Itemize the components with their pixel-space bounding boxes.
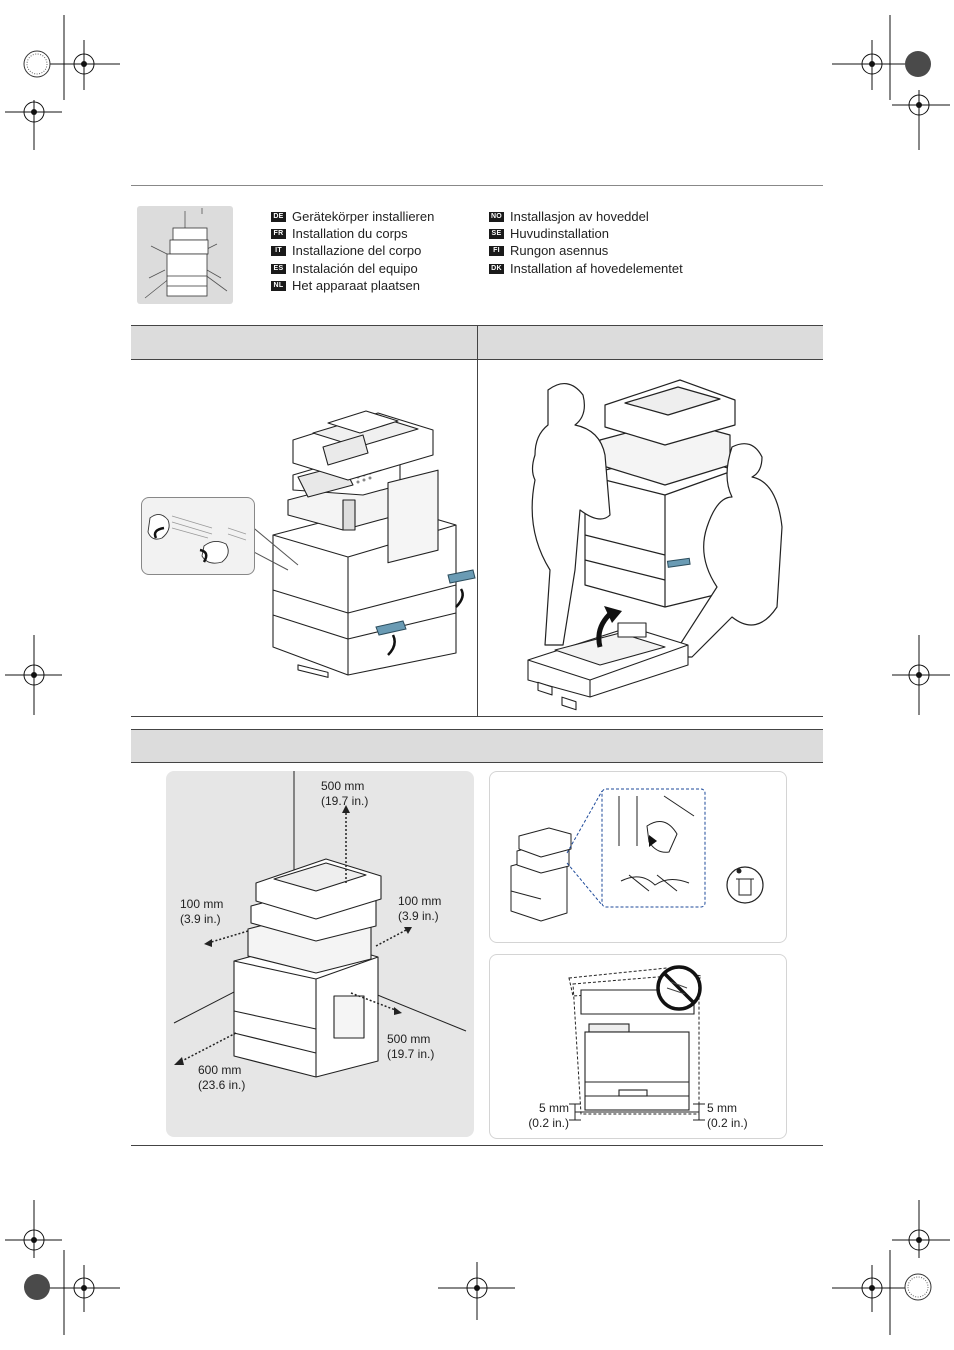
flag-fr-icon: FR [271, 228, 286, 239]
lang-item-es: ES Instalación del equipo [271, 260, 418, 277]
section-rule-1 [131, 716, 823, 717]
lang-item-dk: DK Installation af hovedelementet [489, 260, 683, 277]
lang-item-it: IT Installazione del corpo [271, 242, 421, 259]
clearance-left-mm: 100 mm [180, 897, 224, 911]
level-right-mm: 5 mm [707, 1101, 737, 1115]
clearance-top-mm: 500 mm [321, 779, 365, 793]
clearance-top: 500 mm (19.7 in.) [321, 779, 368, 809]
column-divider [477, 325, 478, 716]
clearance-top-in: (19.7 in.) [321, 794, 369, 808]
step-header-bar-2 [131, 729, 823, 763]
tape-removal-illustration [510, 788, 764, 922]
flag-nl-icon: NL [271, 280, 286, 291]
level-right: 5 mm (0.2 in.) [707, 1101, 748, 1131]
lang-label-de: Gerätekörper installieren [292, 209, 435, 224]
flag-it-icon: IT [271, 245, 286, 256]
flag-dk-icon: DK [489, 263, 504, 274]
lang-item-se: SE Huvudinstallation [489, 225, 609, 242]
lang-label-es: Instalación del equipo [292, 261, 418, 276]
handle-detail-callout [141, 497, 255, 575]
lang-item-no: NO Installasjon av hoveddel [489, 208, 649, 225]
setup-thumbnail [137, 206, 233, 304]
lang-label-dk: Installation af hovedelementet [510, 261, 683, 276]
lang-label-fi: Rungon asennus [510, 243, 609, 258]
lang-label-fr: Installation du corps [292, 226, 408, 241]
bottom-rule [131, 1145, 823, 1146]
lang-label-it: Installazione del corpo [292, 243, 422, 258]
lang-item-de: DE Gerätekörper installieren [271, 208, 434, 225]
clearance-right-mm: 100 mm [398, 894, 442, 908]
lifting-printer-illustration [527, 379, 783, 711]
level-right-in: (0.2 in.) [707, 1116, 748, 1130]
flag-no-icon: NO [489, 211, 504, 222]
clearance-front-left-in: (23.6 in.) [198, 1078, 246, 1092]
clearance-front-left-mm: 600 mm [198, 1063, 242, 1077]
level-left-in: (0.2 in.) [528, 1116, 569, 1130]
clearance-front-left: 600 mm (23.6 in.) [198, 1063, 245, 1093]
level-left-mm: 5 mm [539, 1101, 569, 1115]
clearance-back-right-mm: 500 mm [387, 1032, 431, 1046]
top-rule [131, 185, 823, 186]
clearance-left: 100 mm (3.9 in.) [180, 897, 223, 927]
leveling-illustration [568, 965, 705, 1121]
clearance-right: 100 mm (3.9 in.) [398, 894, 441, 924]
lang-item-nl: NL Het apparaat plaatsen [271, 277, 420, 294]
lang-item-fi: FI Rungon asennus [489, 242, 608, 259]
clearance-left-in: (3.9 in.) [180, 912, 221, 926]
clearance-right-in: (3.9 in.) [398, 909, 439, 923]
lang-item-fr: FR Installation du corps [271, 225, 408, 242]
clearance-back-right-in: (19.7 in.) [387, 1047, 435, 1061]
clearance-printer-illustration [173, 771, 467, 1078]
flag-se-icon: SE [489, 228, 504, 239]
level-left: 5 mm (0.2 in.) [524, 1101, 569, 1131]
flag-fi-icon: FI [489, 245, 504, 256]
flag-de-icon: DE [271, 211, 286, 222]
lang-label-no: Installasjon av hoveddel [510, 209, 649, 224]
flag-es-icon: ES [271, 263, 286, 274]
printer-with-handles-illustration [249, 410, 476, 678]
lang-label-se: Huvudinstallation [510, 226, 610, 241]
recycle-bin-icon [726, 866, 764, 904]
lang-label-nl: Het apparaat plaatsen [292, 278, 420, 293]
prohibited-icon [656, 965, 702, 1011]
clearance-back-right: 500 mm (19.7 in.) [387, 1032, 434, 1062]
